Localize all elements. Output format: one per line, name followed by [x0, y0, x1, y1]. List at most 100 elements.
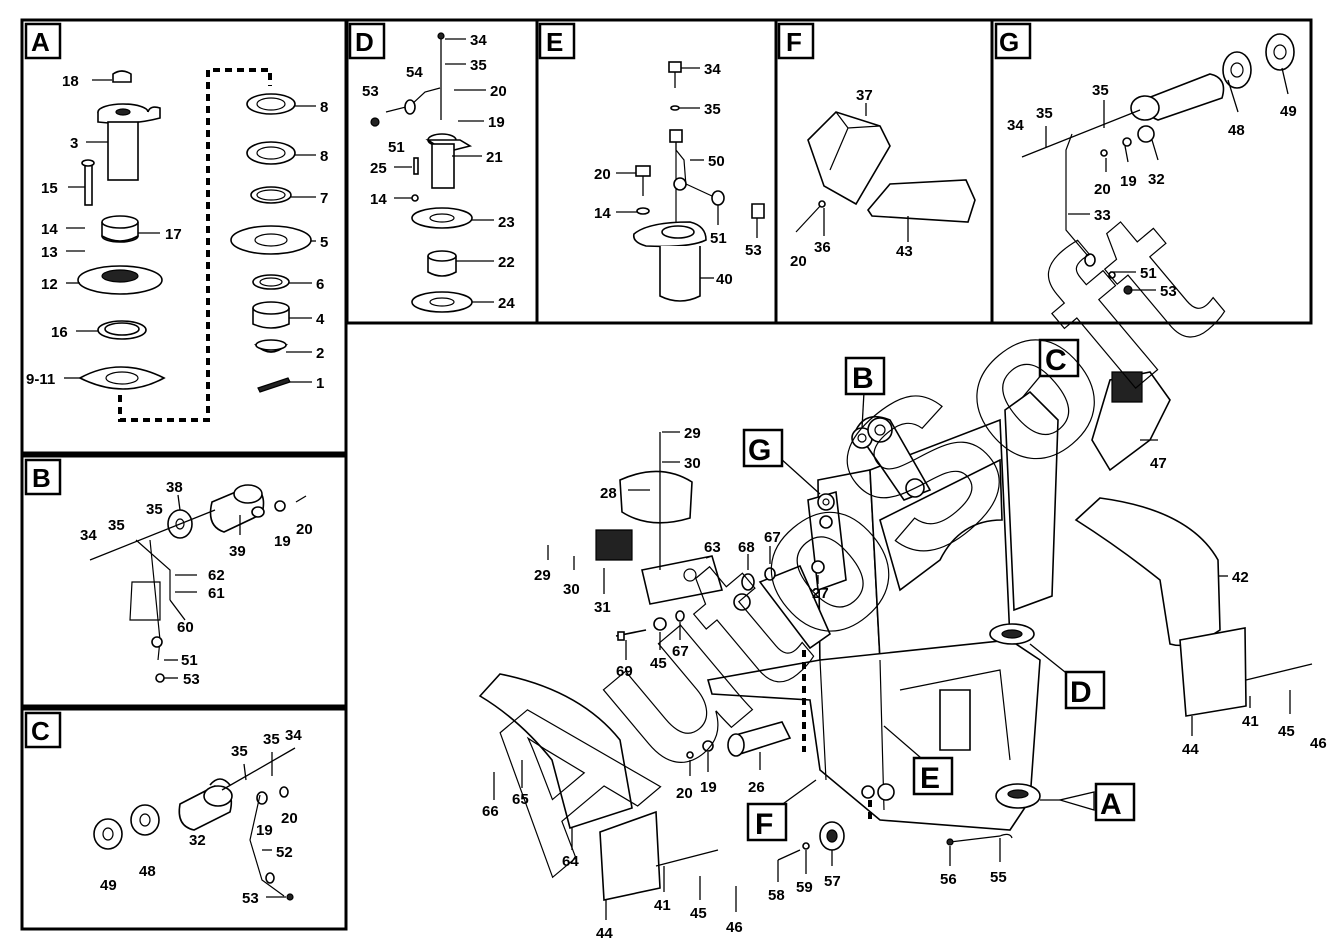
svg-text:19: 19 — [274, 533, 291, 550]
svg-text:66: 66 — [482, 803, 499, 820]
svg-text:22: 22 — [498, 254, 515, 271]
panel-e-drawing — [616, 61, 765, 302]
svg-text:53: 53 — [362, 83, 379, 100]
svg-text:21: 21 — [486, 149, 503, 166]
main-tag-c: C — [1038, 338, 1080, 378]
svg-text:56: 56 — [940, 871, 957, 888]
svg-text:D: D — [1070, 676, 1092, 709]
svg-text:18: 18 — [62, 73, 79, 90]
svg-text:14: 14 — [594, 205, 611, 222]
svg-text:63: 63 — [704, 539, 721, 556]
svg-text:G: G — [999, 27, 1019, 57]
svg-text:23: 23 — [498, 214, 515, 231]
svg-text:19: 19 — [256, 822, 273, 839]
svg-text:51: 51 — [388, 139, 405, 156]
svg-text:45: 45 — [690, 905, 707, 922]
svg-text:60: 60 — [177, 619, 194, 636]
svg-text:45: 45 — [650, 655, 667, 672]
svg-text:48: 48 — [1228, 122, 1245, 139]
svg-text:51: 51 — [710, 230, 727, 247]
svg-text:C: C — [31, 716, 50, 746]
svg-text:47: 47 — [1150, 455, 1167, 472]
main-callouts: 29 30 28 29 30 31 63 68 67 27 69 45 67 4… — [482, 425, 1327, 942]
svg-text:19: 19 — [1120, 173, 1137, 190]
svg-text:51: 51 — [1140, 265, 1157, 282]
panel-g-drawing — [1021, 33, 1295, 295]
svg-text:A: A — [31, 27, 50, 57]
svg-text:37: 37 — [856, 87, 873, 104]
svg-text:44: 44 — [1182, 741, 1199, 758]
svg-text:40: 40 — [716, 271, 733, 288]
svg-text:36: 36 — [814, 239, 831, 256]
svg-text:34: 34 — [285, 727, 302, 744]
svg-text:12: 12 — [41, 276, 58, 293]
panel-e-tag: E — [538, 22, 576, 60]
panel-g-frame — [990, 18, 1313, 325]
svg-text:32: 32 — [1148, 171, 1165, 188]
svg-text:25: 25 — [370, 160, 387, 177]
svg-text:35: 35 — [470, 57, 487, 74]
svg-text:53: 53 — [242, 890, 259, 907]
svg-text:41: 41 — [1242, 713, 1259, 730]
panel-c-tag: C — [24, 711, 62, 749]
svg-text:2: 2 — [316, 345, 324, 362]
svg-text:54: 54 — [406, 64, 423, 81]
svg-text:20: 20 — [490, 83, 507, 100]
svg-text:31: 31 — [594, 599, 611, 616]
svg-text:30: 30 — [563, 581, 580, 598]
svg-text:51: 51 — [181, 652, 198, 669]
svg-text:34: 34 — [704, 61, 721, 78]
svg-text:7: 7 — [320, 190, 328, 207]
svg-text:G: G — [748, 434, 771, 467]
svg-text:69: 69 — [616, 663, 633, 680]
svg-text:46: 46 — [726, 919, 743, 936]
svg-text:17: 17 — [165, 226, 182, 243]
panel-c-callouts: 35 35 34 20 19 52 32 48 49 53 — [100, 727, 302, 907]
svg-text:B: B — [32, 463, 51, 493]
svg-text:A: A — [1100, 788, 1122, 821]
svg-text:67: 67 — [764, 529, 781, 546]
svg-text:44: 44 — [596, 925, 613, 942]
svg-text:34: 34 — [1007, 117, 1024, 134]
svg-text:24: 24 — [498, 295, 515, 312]
svg-text:68: 68 — [738, 539, 755, 556]
panel-f-tag: F — [777, 22, 815, 60]
svg-text:29: 29 — [534, 567, 551, 584]
svg-text:33: 33 — [1094, 207, 1111, 224]
svg-text:19: 19 — [488, 114, 505, 131]
svg-text:41: 41 — [654, 897, 671, 914]
panel-e-frame — [535, 18, 778, 325]
svg-text:61: 61 — [208, 585, 225, 602]
panel-b-tag: B — [24, 458, 62, 496]
svg-text:35: 35 — [704, 101, 721, 118]
svg-text:16: 16 — [51, 324, 68, 341]
svg-text:62: 62 — [208, 567, 225, 584]
svg-text:32: 32 — [189, 832, 206, 849]
svg-text:53: 53 — [183, 671, 200, 688]
svg-text:B: B — [852, 362, 874, 395]
panel-a-drawing — [64, 68, 316, 422]
svg-text:35: 35 — [1092, 82, 1109, 99]
svg-text:34: 34 — [470, 32, 487, 49]
svg-text:8: 8 — [320, 148, 328, 165]
svg-text:58: 58 — [768, 887, 785, 904]
svg-text:35: 35 — [1036, 105, 1053, 122]
svg-text:26: 26 — [748, 779, 765, 796]
panel-b-callouts: 38 34 35 35 39 19 20 62 61 60 51 53 — [80, 479, 313, 688]
svg-text:3: 3 — [70, 135, 78, 152]
svg-text:50: 50 — [708, 153, 725, 170]
svg-text:53: 53 — [745, 242, 762, 259]
panel-g-tag: G — [994, 22, 1032, 60]
panel-a-tag: A — [24, 22, 62, 60]
svg-text:E: E — [920, 762, 940, 795]
svg-text:13: 13 — [41, 244, 58, 261]
svg-text:64: 64 — [562, 853, 579, 870]
svg-text:55: 55 — [990, 869, 1007, 886]
svg-text:34: 34 — [80, 527, 97, 544]
svg-text:35: 35 — [108, 517, 125, 534]
svg-text:C: C — [1045, 344, 1067, 377]
svg-text:F: F — [755, 808, 773, 841]
svg-text:E: E — [546, 27, 563, 57]
svg-text:20: 20 — [790, 253, 807, 270]
